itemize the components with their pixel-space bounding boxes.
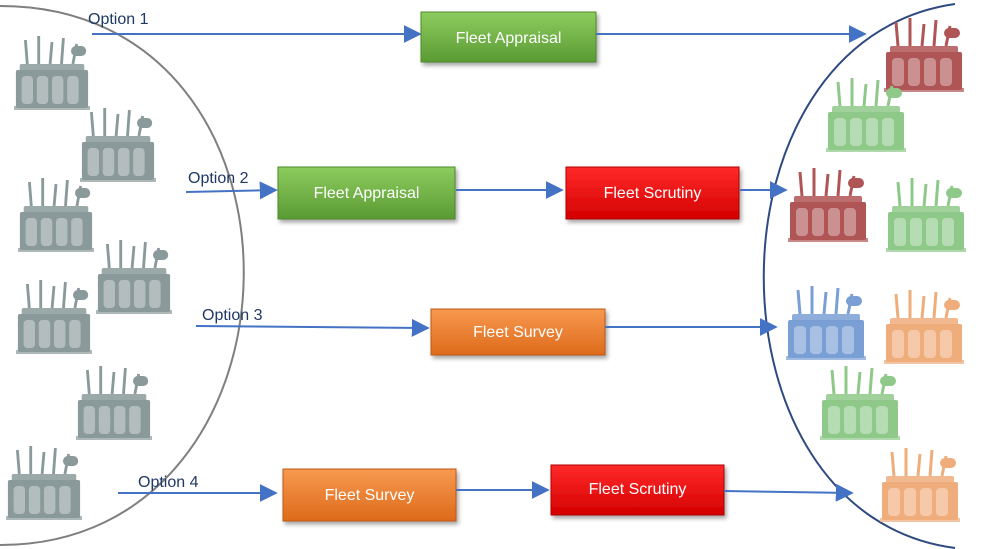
box-label: Fleet Scrutiny bbox=[604, 185, 702, 202]
power-transformer-icon bbox=[74, 364, 154, 442]
power-transformer-icon bbox=[878, 446, 962, 524]
flow-arrow bbox=[185, 181, 278, 200]
power-transformer-icon bbox=[78, 106, 158, 184]
flow-arrow bbox=[723, 483, 854, 502]
power-transformer-icon bbox=[94, 238, 174, 316]
option-4-row: Option 4 Fleet Survey Fleet Scrutiny bbox=[118, 464, 854, 522]
fleet-scrutiny-box: Fleet Scrutiny bbox=[550, 464, 725, 516]
power-transformer-icon bbox=[786, 166, 870, 244]
right-fleet bbox=[784, 16, 968, 524]
power-transformer-icon bbox=[882, 288, 966, 366]
power-transformer-icon bbox=[884, 176, 968, 254]
power-transformer-icon bbox=[818, 364, 902, 442]
power-transformer-icon bbox=[14, 278, 94, 356]
power-transformer-icon bbox=[824, 76, 908, 154]
box-label: Fleet Survey bbox=[325, 487, 415, 504]
right-fleet-boundary bbox=[762, 3, 956, 549]
option-2-row: Option 2 Fleet Appraisal Fleet Scrutiny bbox=[185, 166, 788, 220]
flow-arrow bbox=[195, 318, 430, 337]
left-fleet bbox=[4, 34, 174, 522]
option-label: Option 4 bbox=[138, 474, 199, 491]
option-label: Option 3 bbox=[202, 307, 263, 324]
power-transformer-icon bbox=[12, 34, 92, 112]
option-label: Option 2 bbox=[188, 170, 249, 187]
power-transformer-icon bbox=[16, 176, 96, 254]
option-3-row: Option 3 Fleet Survey bbox=[195, 307, 778, 356]
fleet-survey-box: Fleet Survey bbox=[282, 468, 457, 522]
option-label: Option 1 bbox=[88, 11, 149, 28]
fleet-appraisal-box: Fleet Appraisal bbox=[277, 166, 456, 220]
power-transformer-icon bbox=[4, 444, 84, 522]
power-transformer-icon bbox=[882, 16, 966, 94]
box-label: Fleet Survey bbox=[473, 324, 563, 341]
fleet-survey-box: Fleet Survey bbox=[430, 308, 606, 356]
fleet-scrutiny-box: Fleet Scrutiny bbox=[565, 166, 740, 220]
box-label: Fleet Appraisal bbox=[456, 30, 562, 47]
fleet-appraisal-box: Fleet Appraisal bbox=[420, 11, 597, 63]
left-fleet-boundary bbox=[0, 5, 245, 546]
option-1-row: Option 1 Fleet Appraisal bbox=[88, 11, 867, 63]
power-transformer-icon bbox=[784, 284, 868, 362]
box-label: Fleet Appraisal bbox=[314, 185, 420, 202]
box-label: Fleet Scrutiny bbox=[589, 481, 687, 498]
